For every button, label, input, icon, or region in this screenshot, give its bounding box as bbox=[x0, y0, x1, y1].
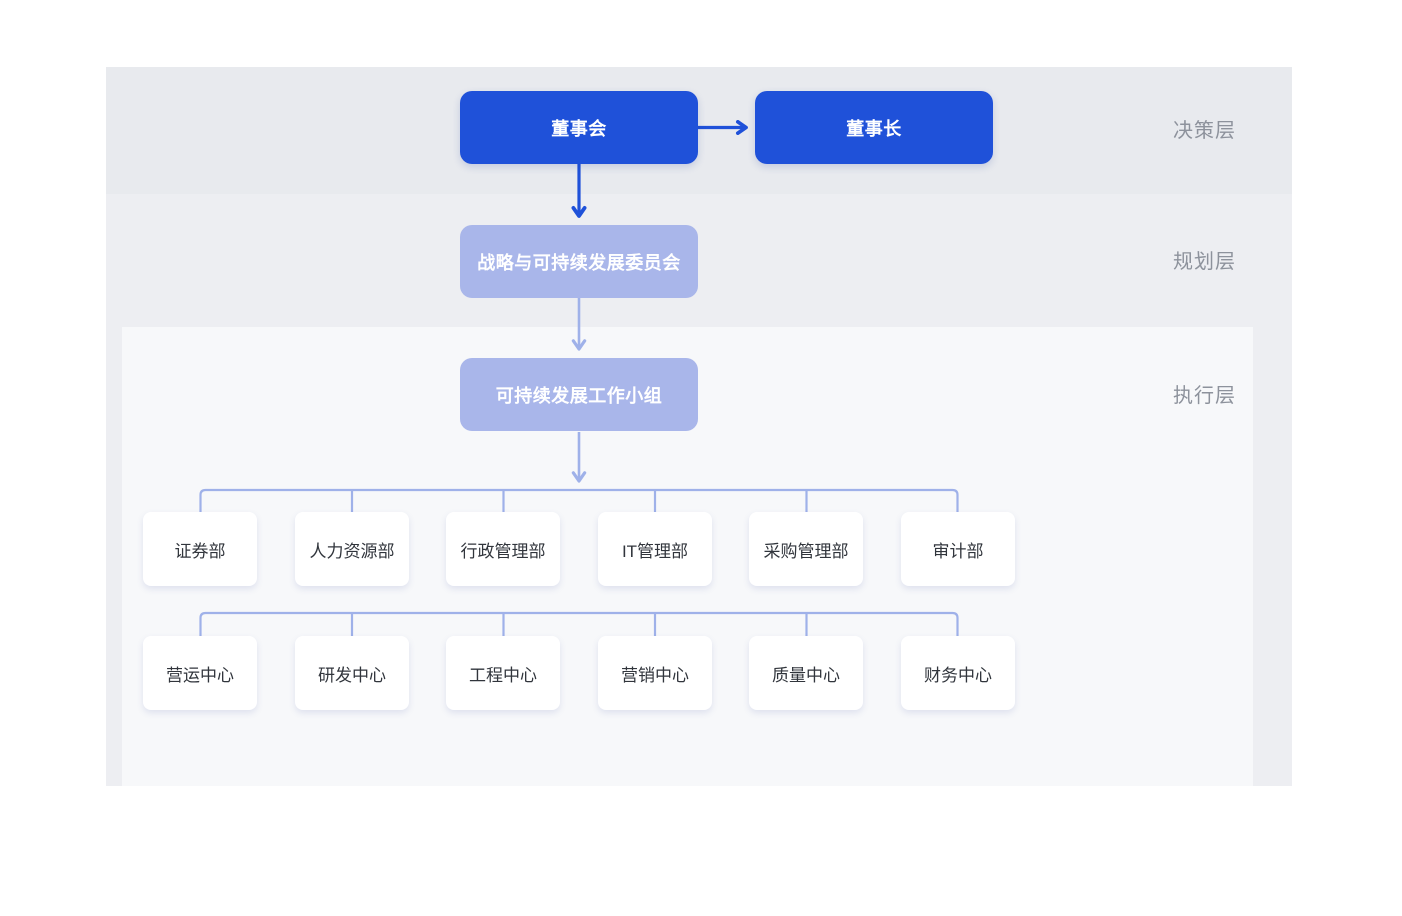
department-box-admin: 行政管理部 bbox=[446, 512, 560, 586]
center-box-finance: 财务中心 bbox=[901, 636, 1015, 710]
layer-label-planning: 规划层 bbox=[1173, 251, 1236, 273]
department-box-audit: 审计部 bbox=[901, 512, 1015, 586]
layer-label-execution: 执行层 bbox=[1173, 385, 1236, 407]
center-box-rnd: 研发中心 bbox=[295, 636, 409, 710]
center-box-engineering: 工程中心 bbox=[446, 636, 560, 710]
department-box-it: IT管理部 bbox=[598, 512, 712, 586]
node-strategy-sustainability-committee: 战略与可持续发展委员会 bbox=[460, 225, 698, 298]
node-chairman: 董事长 bbox=[755, 91, 993, 164]
center-box-operations: 营运中心 bbox=[143, 636, 257, 710]
node-sustainability-workgroup: 可持续发展工作小组 bbox=[460, 358, 698, 431]
center-box-marketing: 营销中心 bbox=[598, 636, 712, 710]
department-box-hr: 人力资源部 bbox=[295, 512, 409, 586]
center-box-quality: 质量中心 bbox=[749, 636, 863, 710]
department-box-procurement: 采购管理部 bbox=[749, 512, 863, 586]
decision-layer-band bbox=[106, 67, 1292, 194]
layer-label-decision: 决策层 bbox=[1173, 120, 1236, 142]
node-board-of-directors: 董事会 bbox=[460, 91, 698, 164]
department-box-securities: 证券部 bbox=[143, 512, 257, 586]
